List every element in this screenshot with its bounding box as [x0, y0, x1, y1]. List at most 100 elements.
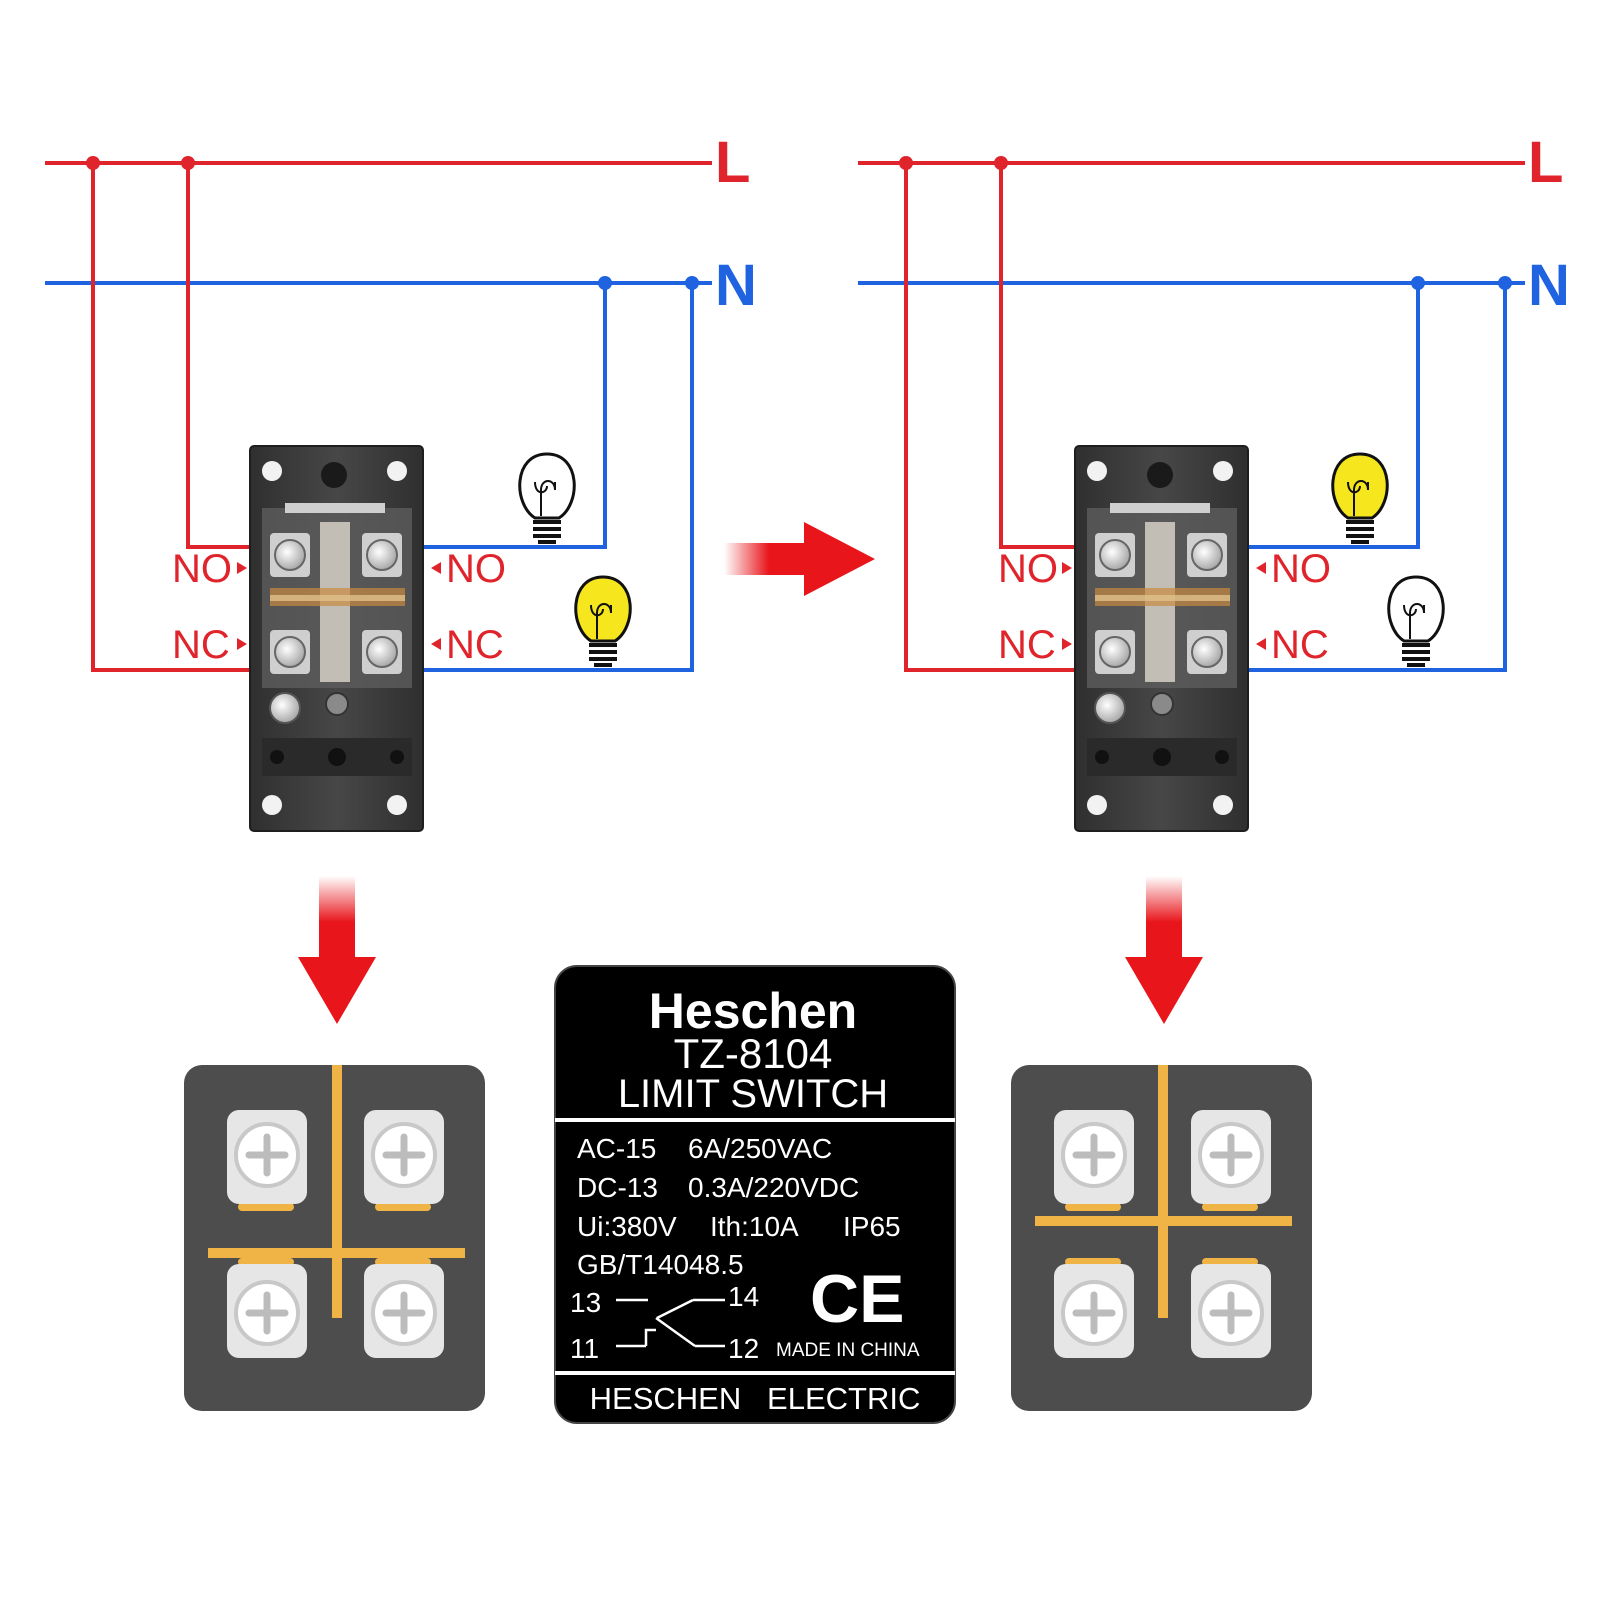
- rating-ith: Ith:10A: [710, 1211, 799, 1242]
- terminal-screw: [366, 539, 398, 571]
- neutral-rail-label: N: [1528, 253, 1570, 318]
- mounting-hole: [387, 795, 407, 815]
- terminal-screw-icon: [1054, 1110, 1134, 1204]
- live-wire-nc: [904, 163, 1104, 672]
- lamp-on-icon: [574, 575, 632, 667]
- pointer-right-icon: [1062, 638, 1072, 650]
- pointer-left-icon: [1256, 638, 1266, 650]
- terminal-screw: [1191, 636, 1223, 668]
- lamp-on-icon: [1331, 452, 1389, 544]
- mounting-hole: [387, 461, 407, 481]
- junction-dot: [994, 156, 1008, 170]
- terminal-12: 12: [728, 1333, 759, 1364]
- neutral-wire-nc: [400, 283, 694, 672]
- terminal-screw: [1099, 636, 1131, 668]
- spec-rating: 0.3A/220VDC: [688, 1172, 859, 1203]
- actuator-screw: [325, 692, 349, 716]
- rating-ip: IP65: [843, 1211, 901, 1242]
- live-rail-label: L: [715, 130, 750, 195]
- terminal-label-no-left: NO: [172, 547, 232, 591]
- ground-screw: [269, 692, 301, 724]
- rating-ui: Ui:380V: [577, 1211, 677, 1242]
- spec-category: AC-15: [577, 1133, 656, 1164]
- terminal-screw-icon: [1191, 1110, 1271, 1204]
- mounting-hole: [1087, 461, 1107, 481]
- terminal-screw-icon: [1054, 1264, 1134, 1358]
- mounting-hole: [321, 462, 347, 488]
- neutral-wire-no: [400, 283, 607, 549]
- panel-actuated: L N: [858, 130, 1570, 832]
- terminal-screw-icon: [227, 1110, 307, 1204]
- contact-bridge: [1035, 1216, 1292, 1226]
- junction-dot: [598, 276, 612, 290]
- origin: MADE IN CHINA: [776, 1340, 920, 1361]
- actuator-screw: [1150, 692, 1174, 716]
- spec-rating: 6A/250VAC: [688, 1133, 832, 1164]
- junction-dot: [899, 156, 913, 170]
- mounting-hole: [262, 461, 282, 481]
- junction-dot: [181, 156, 195, 170]
- limit-switch-body: [1074, 445, 1249, 832]
- terminal-screw: [274, 636, 306, 668]
- manufacturer: HESCHEN ELECTRIC: [590, 1381, 921, 1416]
- terminal-screw-icon: [364, 1110, 444, 1204]
- terminal-screw-icon: [364, 1264, 444, 1358]
- contact-bridge: [332, 1065, 342, 1318]
- terminal-screw-icon: [227, 1264, 307, 1358]
- pointer-right-icon: [237, 562, 247, 574]
- spec-category: DC-13: [577, 1172, 658, 1203]
- lamp-off-icon: [518, 452, 576, 544]
- ce-mark-icon: CE: [810, 1261, 904, 1337]
- terminal-screw: [274, 539, 306, 571]
- junction-dot: [1498, 276, 1512, 290]
- live-wire-nc: [91, 163, 290, 672]
- terminal-13: 13: [570, 1287, 601, 1318]
- terminal-screw-icon: [1191, 1264, 1271, 1358]
- terminal-screw: [1099, 539, 1131, 571]
- nameplate-product: LIMIT SWITCH: [618, 1072, 888, 1116]
- live-wire-no: [999, 163, 1104, 549]
- nameplate-brand: Heschen: [649, 983, 857, 1039]
- terminal-label-no-left: NO: [998, 547, 1058, 591]
- limit-switch-body: [249, 445, 424, 832]
- nameplate: Heschen TZ-8104 LIMIT SWITCH AC-15 6A/25…: [554, 965, 956, 1424]
- terminal-screw: [1191, 539, 1223, 571]
- junction-dot: [1411, 276, 1425, 290]
- panel-released: L N: [45, 130, 757, 832]
- neutral-wire-nc: [1213, 283, 1507, 672]
- mounting-hole: [1213, 795, 1233, 815]
- terminal-label-nc-right: NC: [1271, 623, 1329, 667]
- contact-detail-actuated: [1011, 1065, 1312, 1411]
- terminal-screw: [366, 636, 398, 668]
- down-arrow-icon: [298, 876, 376, 1024]
- contact-detail-released: [184, 1065, 485, 1411]
- terminal-label-nc-left: NC: [172, 623, 230, 667]
- pointer-right-icon: [237, 638, 247, 650]
- mounting-hole: [1213, 461, 1233, 481]
- standard: GB/T14048.5: [577, 1249, 744, 1280]
- mounting-hole: [1147, 462, 1173, 488]
- mounting-hole: [262, 795, 282, 815]
- pointer-left-icon: [431, 638, 441, 650]
- neutral-wire-no: [1213, 283, 1420, 549]
- pointer-left-icon: [431, 562, 441, 574]
- terminal-label-no-right: NO: [446, 547, 506, 591]
- pointer-left-icon: [1256, 562, 1266, 574]
- nameplate-model: TZ-8104: [674, 1030, 833, 1077]
- state-change-arrow-icon: [724, 522, 875, 596]
- contact-bridge: [1158, 1065, 1168, 1318]
- pointer-right-icon: [1062, 562, 1072, 574]
- terminal-label-nc-right: NC: [446, 623, 504, 667]
- terminal-label-nc-left: NC: [998, 623, 1056, 667]
- terminal-label-no-right: NO: [1271, 547, 1331, 591]
- ground-screw: [1094, 692, 1126, 724]
- junction-dot: [685, 276, 699, 290]
- contact-symbol-icon: [616, 1298, 725, 1348]
- neutral-rail-label: N: [715, 253, 757, 318]
- contact-bridge: [208, 1248, 465, 1258]
- junction-dot: [86, 156, 100, 170]
- lamp-off-icon: [1387, 575, 1445, 667]
- live-rail-label: L: [1528, 130, 1563, 195]
- terminal-11: 11: [570, 1333, 599, 1364]
